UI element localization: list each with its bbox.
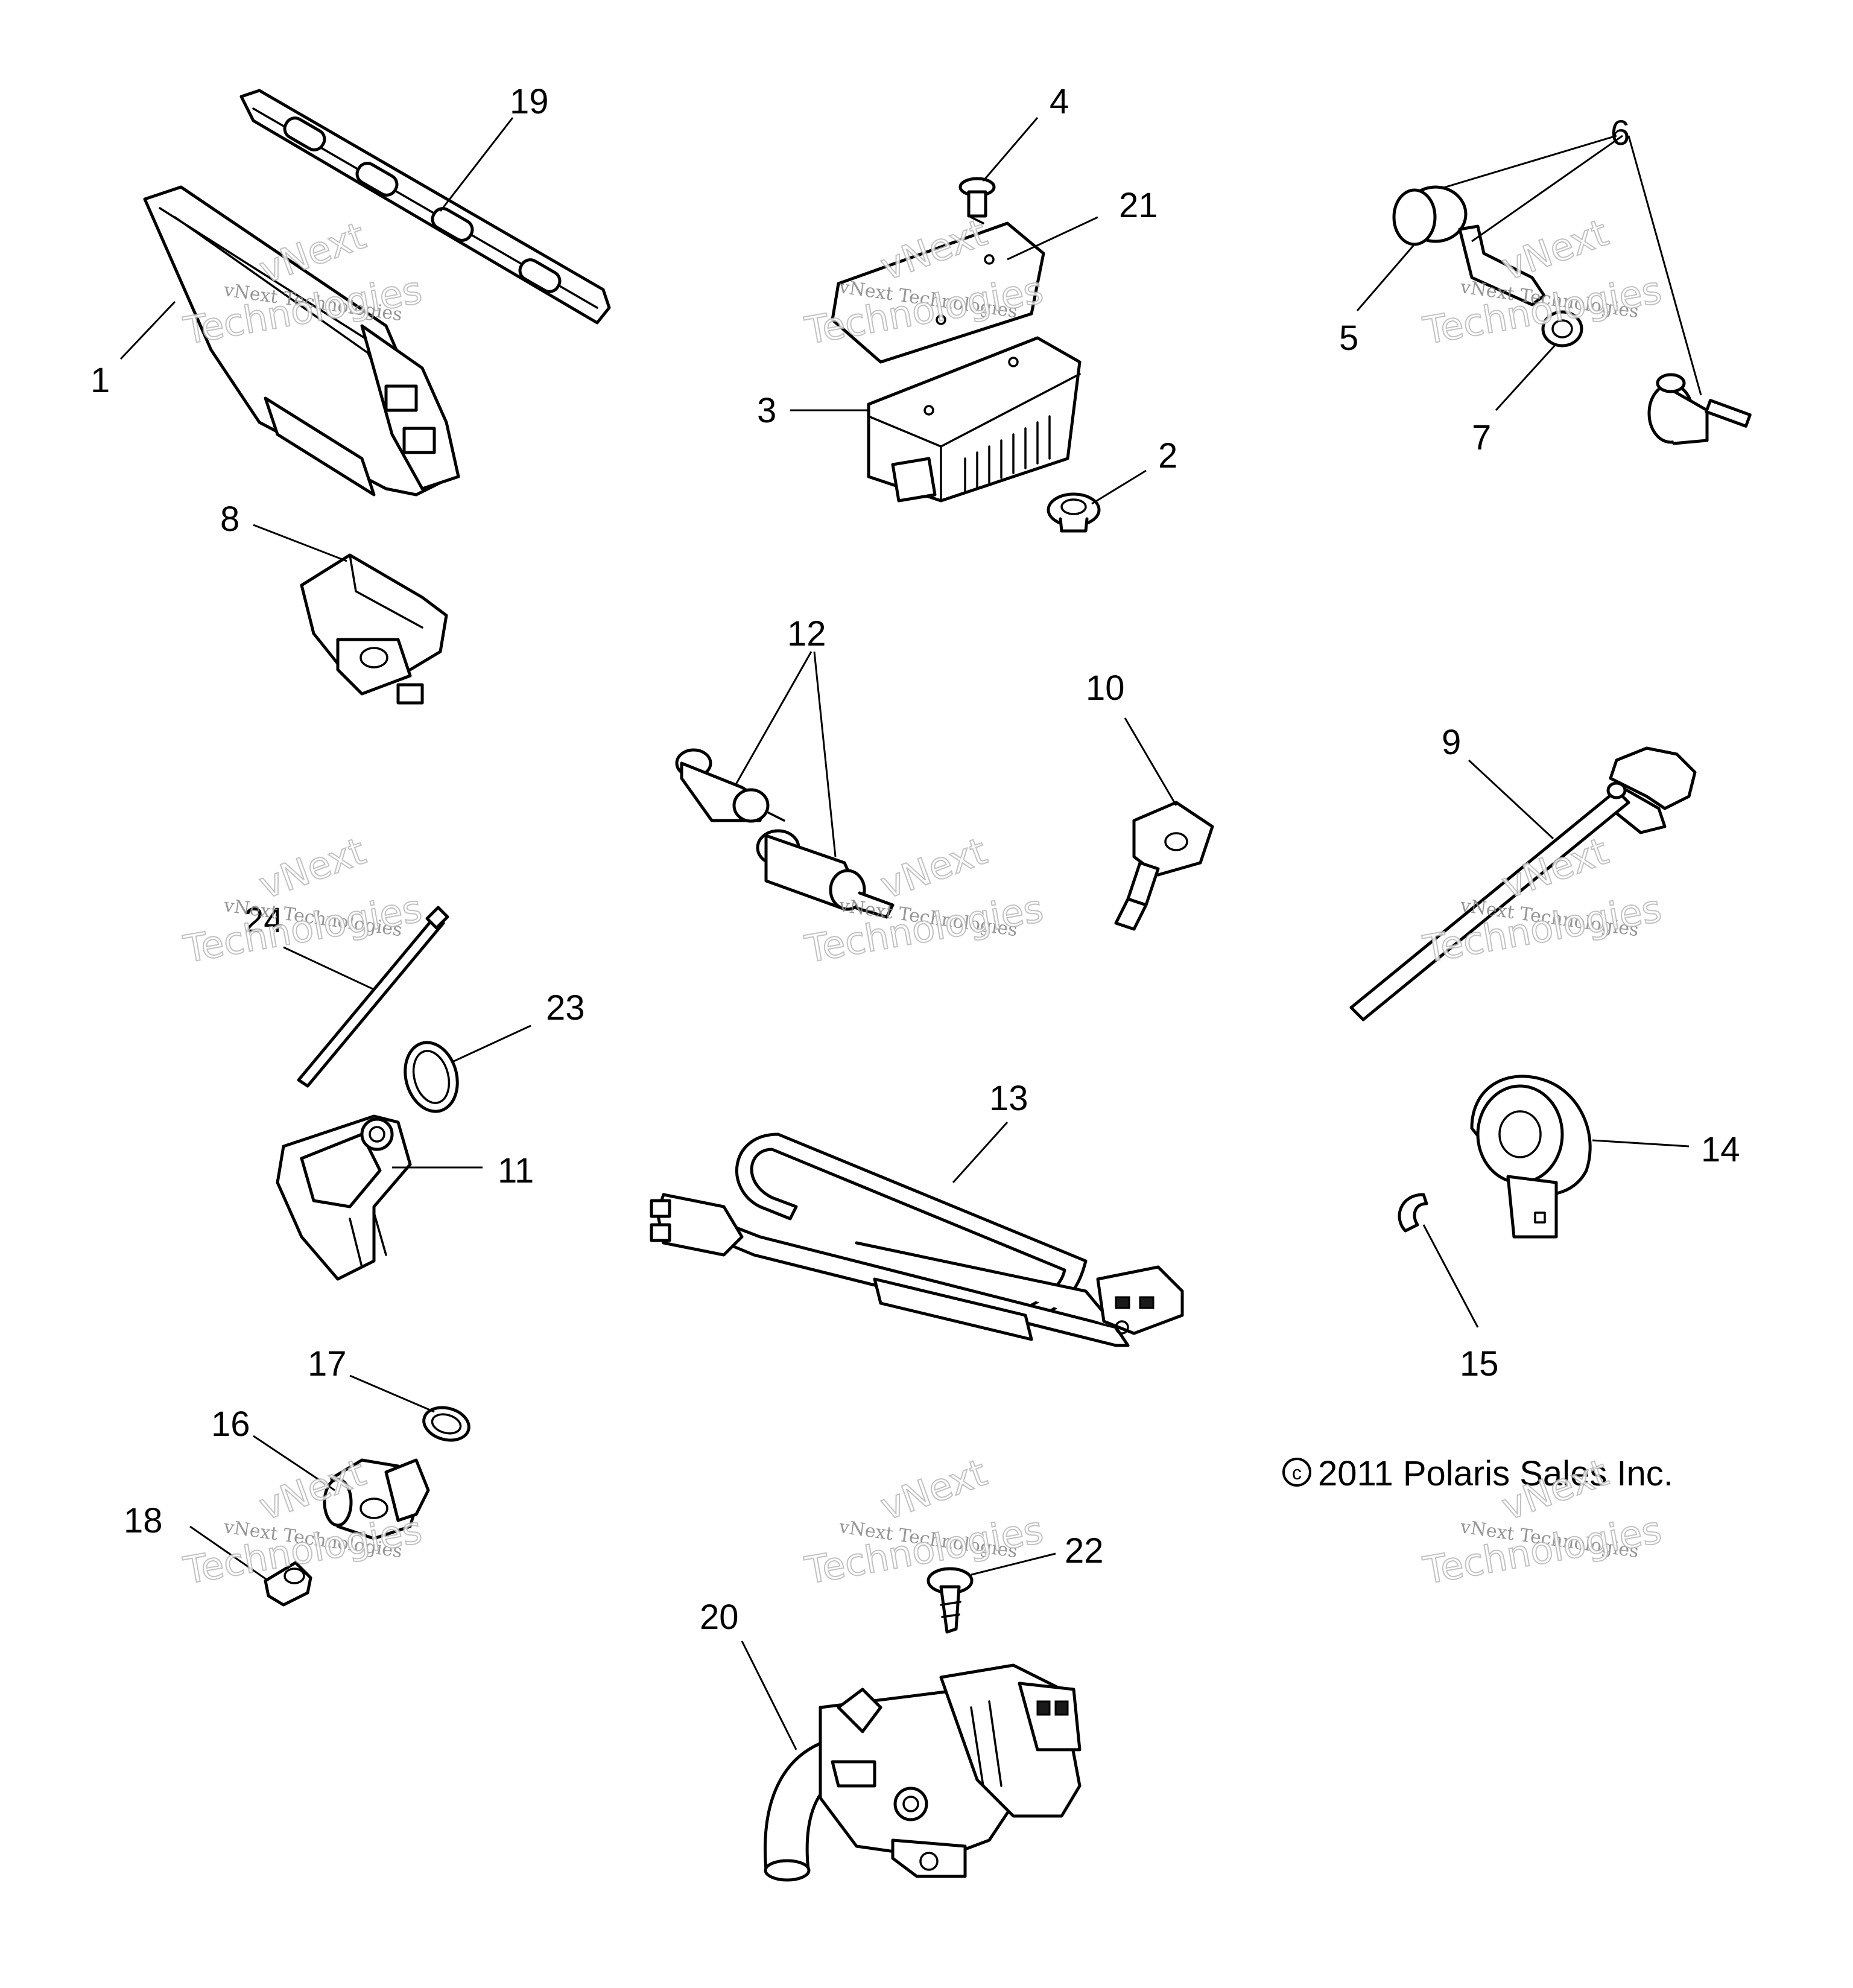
part-15-clip [1398,1193,1428,1233]
callout-21: 21 [1119,186,1158,225]
leader-21 [1007,216,1098,261]
watermark-line3: Technologies [180,886,425,971]
part-23-o-ring [404,1041,459,1113]
leader-12b [813,651,837,857]
leader-6c [1627,135,1702,396]
leader-22 [971,1552,1056,1576]
leader-17 [349,1374,435,1413]
copyright-circle-icon [1282,1458,1311,1487]
part-16-sensor [323,1458,430,1540]
callout-7: 7 [1472,418,1491,457]
callout-2: 2 [1158,436,1177,475]
callout-16: 16 [211,1405,250,1444]
part-20-valve [764,1663,1082,1882]
callout-labels: 19 1 4 21 3 2 6 5 7 8 12 10 9 24 23 11 1… [90,82,1740,1637]
leader-12a [735,651,812,785]
callout-6: 6 [1611,113,1630,153]
callout-22: 22 [1065,1531,1104,1570]
part-17-o-ring [422,1406,470,1442]
leader-20 [741,1640,797,1750]
leader-7 [1495,343,1557,411]
part-21-gasket [831,221,1045,364]
callout-5: 5 [1339,319,1358,358]
callout-11: 11 [498,1151,534,1190]
copyright-symbol: c [1292,1462,1302,1484]
copyright-text: 2011 Polaris Sales Inc. [1318,1454,1673,1493]
part-22-screw [926,1567,974,1634]
part-8-map-sensor [300,553,448,705]
leader-4 [982,117,1039,182]
part-12-plug-a [675,748,785,823]
part-14-knock-sensor [1470,1075,1592,1239]
watermark-line1: vNext [875,1450,992,1529]
callout-3: 3 [757,391,776,430]
watermark-8: vNext vNext Technologies Technologies [801,1450,1047,1593]
part-3-fins [964,415,1051,493]
part-10-temp-sensor [1114,801,1214,931]
callout-19: 19 [510,82,549,121]
watermark-line3: Technologies [1420,268,1665,353]
leader-15 [1422,1224,1479,1328]
part-5-cap [1392,185,1468,246]
part-13-harness [650,1132,1184,1347]
leader-2 [1091,469,1147,505]
copyright-notice: c 2011 Polaris Sales Inc. [1282,1454,1673,1493]
part-12-plug-b [756,829,895,919]
leader-9 [1468,759,1554,840]
callout-9: 9 [1442,723,1461,762]
callout-8: 8 [220,500,239,539]
part-6-sensor [1647,373,1752,445]
leader-1 [119,300,176,360]
leader-19 [439,117,514,212]
callout-12: 12 [787,614,826,653]
leader-14 [1592,1139,1690,1148]
leader-18 [189,1525,269,1582]
part-18-bolt [264,1561,312,1607]
part-3-module [867,336,1082,503]
callout-15: 15 [1460,1344,1499,1383]
part-24-cable-tie [297,906,449,1088]
callout-20: 20 [700,1598,739,1637]
leader-23 [452,1024,531,1063]
leader-6a [1441,135,1617,189]
leader-8 [253,524,347,562]
callout-17: 17 [308,1344,347,1383]
watermark-line1: vNext [875,829,992,908]
watermark-6: vNext vNext Technologies Technologies [1419,828,1665,972]
leader-5 [1356,244,1416,311]
watermark-line3: Technologies [1420,886,1665,971]
callout-10: 10 [1086,668,1125,708]
callout-1: 1 [90,361,110,400]
watermark-line3: Technologies [802,1508,1047,1593]
part-1-ecu [143,185,460,497]
callout-4: 4 [1050,82,1069,121]
leader-24 [283,946,375,991]
leader-10 [1124,717,1177,806]
part-7-washer [1541,310,1583,348]
leader-6b [1471,135,1623,243]
part-4-screw [958,177,996,224]
watermark-line3: Technologies [1420,1508,1665,1593]
leader-13 [952,1121,1009,1184]
part-9-speed-sensor [1349,746,1697,1021]
watermark-line1: vNext [253,829,371,908]
leader-16 [253,1435,335,1491]
callout-23: 23 [546,988,585,1027]
callout-14: 14 [1701,1130,1740,1169]
part-19-bracket [239,89,611,325]
part-11-tps [276,1114,412,1281]
callout-13: 13 [989,1079,1028,1118]
part-2-grommet [1047,492,1101,533]
callout-24: 24 [244,901,283,940]
watermark-line1: vNext [1496,211,1614,290]
callout-18: 18 [124,1501,163,1540]
watermark-4: vNext vNext Technologies Technologies [180,828,426,972]
